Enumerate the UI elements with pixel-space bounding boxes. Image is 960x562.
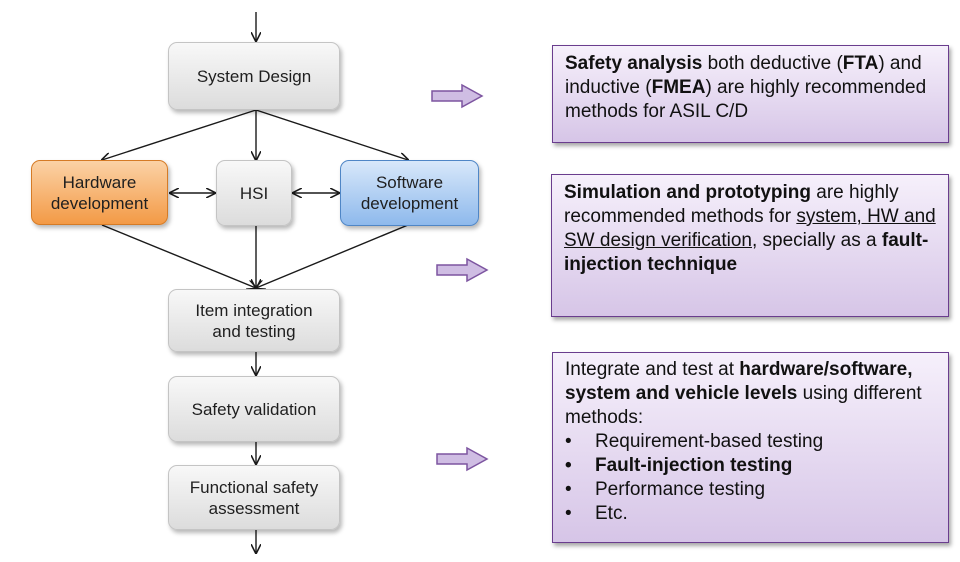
test-levels-term: hardware/software, system and vehicle le… [565, 359, 913, 404]
block-arrow-integration-icon [436, 446, 489, 472]
block-arrow-simulation-icon [436, 257, 489, 283]
testing-methods-list: •Requirement-based testing •Fault-inject… [565, 430, 938, 526]
block-arrows [431, 83, 489, 472]
design-verification-text: system, HW and SW design verification [564, 206, 936, 251]
safety-analysis-term: Safety analysis [565, 53, 703, 74]
list-item: •Requirement-based testing [565, 431, 824, 452]
software-development-node: Software development [340, 160, 479, 226]
item-integration-node: Item integration and testing [168, 289, 340, 352]
list-item: •Performance testing [565, 479, 766, 500]
block-arrow-safety-icon [431, 83, 484, 109]
integration-intro: Integrate and test at hardware/software,… [565, 359, 922, 428]
simulation-term: Simulation and prototyping [564, 182, 811, 203]
hardware-development-node: Hardware development [31, 160, 168, 225]
bullet-icon: • [565, 431, 572, 452]
fta-term: FTA [842, 53, 879, 74]
bullet-icon: • [565, 455, 572, 476]
bullet-icon: • [565, 503, 572, 524]
arrow-hw-to-integration [101, 224, 256, 288]
list-item: •Etc. [565, 503, 628, 524]
hsi-node: HSI [216, 160, 292, 226]
simulation-prototyping-note: Simulation and prototyping are highly re… [551, 174, 949, 317]
system-design-node: System Design [168, 42, 340, 110]
functional-safety-assessment-node: Functional safety assessment [168, 465, 340, 530]
list-item: •Fault-injection testing [565, 455, 793, 476]
fmea-term: FMEA [651, 77, 706, 98]
integration-testing-note: Integrate and test at hardware/software,… [552, 352, 949, 543]
arrow-system-design-to-hw [102, 109, 257, 160]
safety-analysis-note: Safety analysis both deductive (FTA) and… [552, 45, 949, 143]
arrow-system-design-to-sw [255, 109, 408, 160]
safety-validation-node: Safety validation [168, 376, 340, 442]
bullet-icon: • [565, 479, 572, 500]
fault-injection-technique-term: fault-injection technique [564, 230, 929, 275]
arrow-sw-to-integration [256, 224, 409, 288]
